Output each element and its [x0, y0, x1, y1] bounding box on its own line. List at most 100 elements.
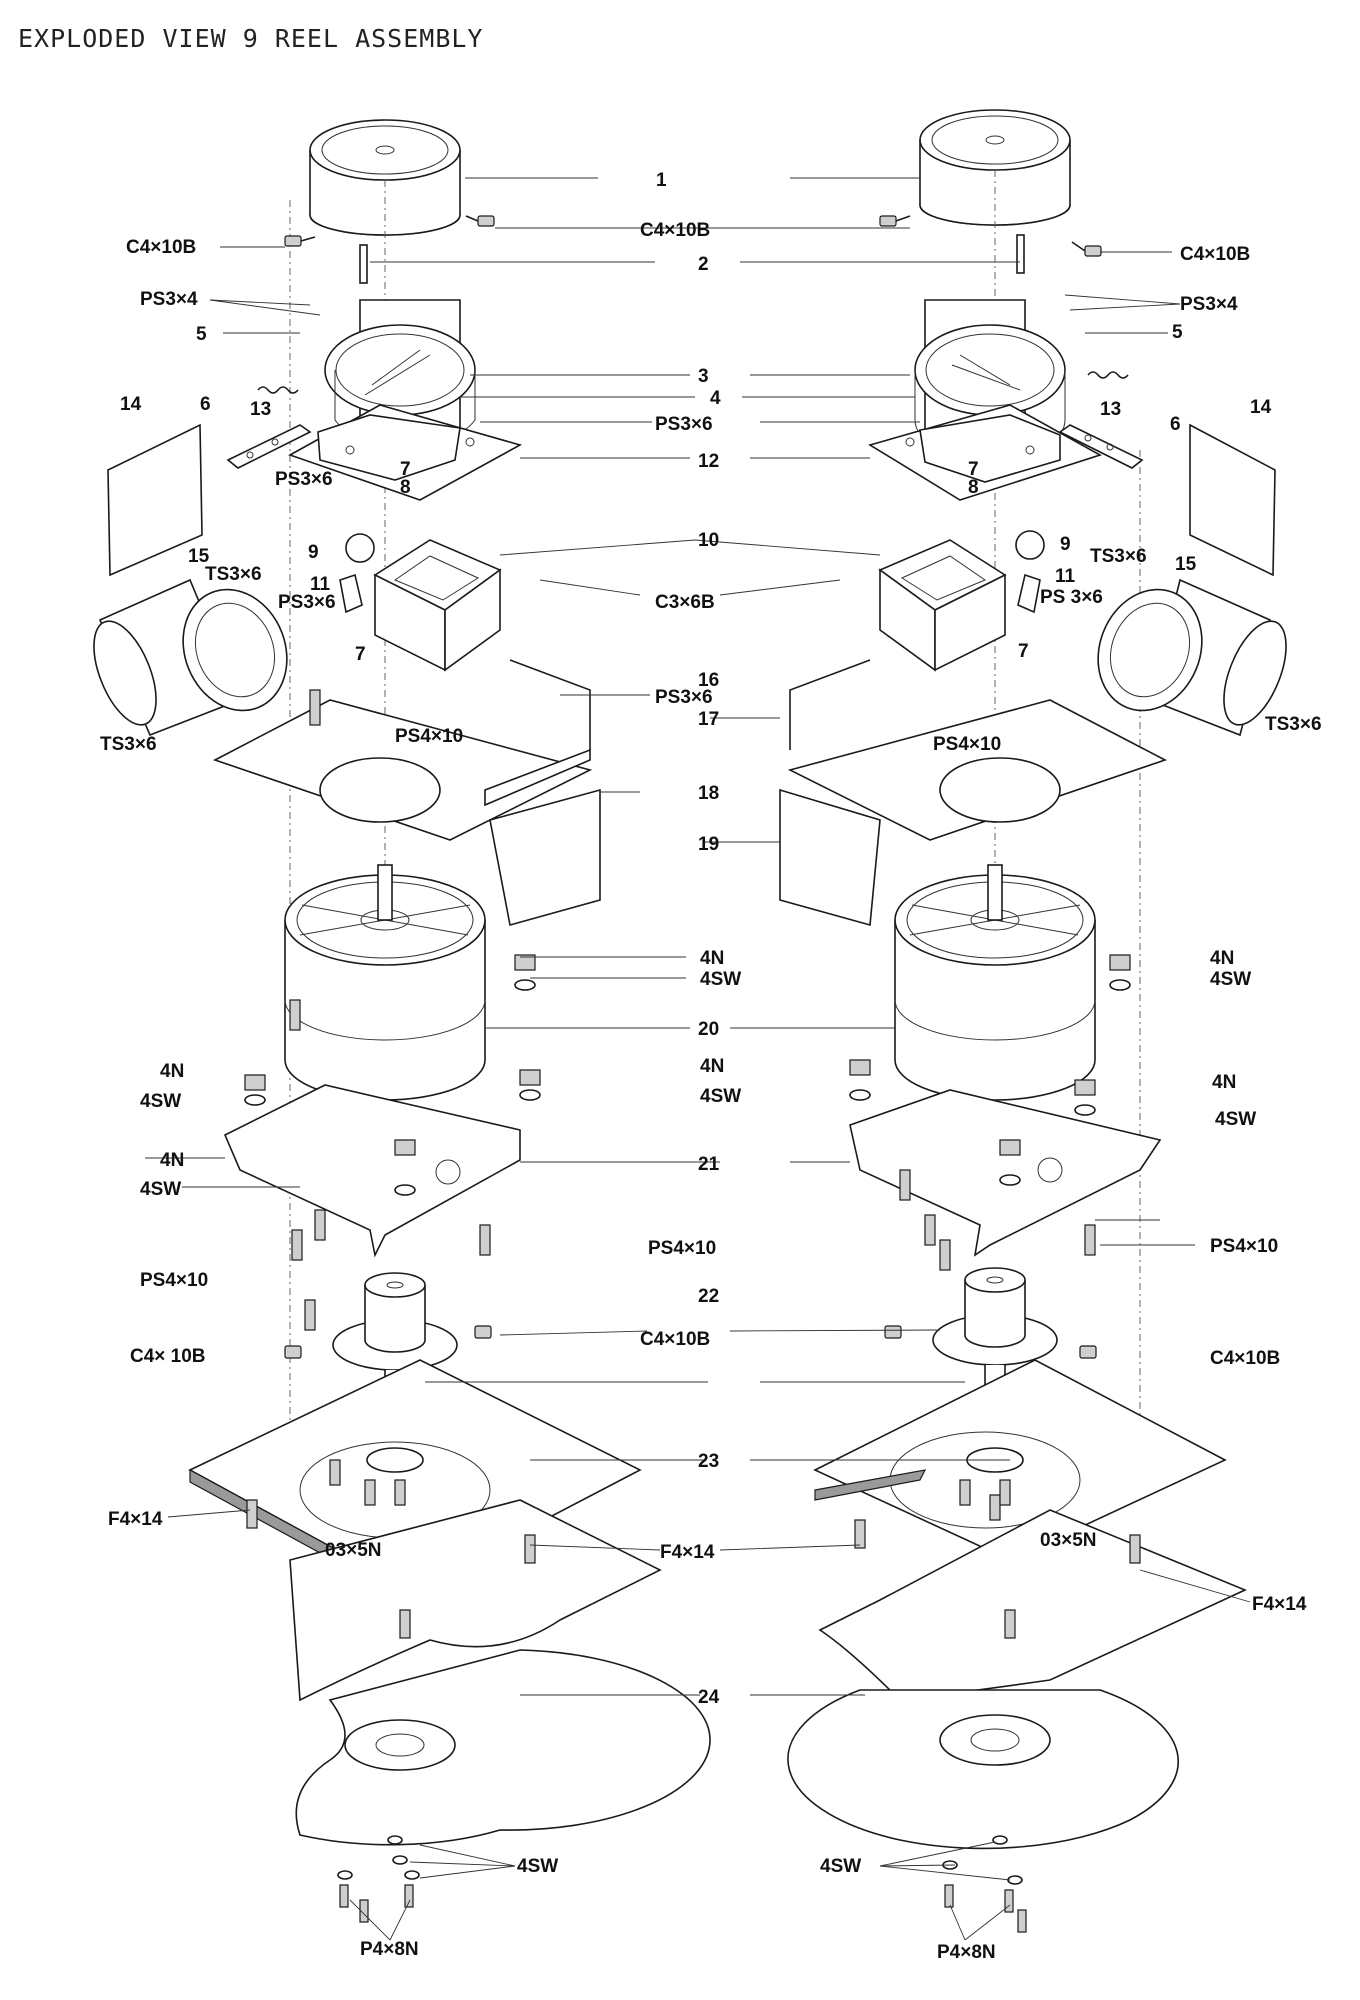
- linkage-left: [345, 533, 375, 563]
- callout-f4x14-right: F4×14: [1252, 1594, 1307, 1615]
- motor-right: [1097, 578, 1287, 737]
- callout-4n-left-c: 4N: [160, 1150, 184, 1171]
- callout-03x5n-left: 03×5N: [325, 1540, 382, 1561]
- callout-21: 21: [698, 1154, 720, 1175]
- callout-ps4x10-left: PS4×10: [395, 726, 463, 747]
- base-plate-right: [868, 404, 1103, 501]
- bracket-small-right: [1017, 573, 1041, 614]
- callout-1: 1: [656, 170, 667, 191]
- reel-holder-right: [914, 299, 1066, 461]
- frame-left: [212, 659, 593, 841]
- callout-17: 17: [698, 709, 719, 730]
- linkage-right: [1015, 530, 1045, 560]
- callout-p4x8n-right: P4×8N: [937, 1942, 996, 1963]
- callout-7-left-a: 7: [400, 459, 411, 480]
- disk-left: [295, 1649, 712, 1846]
- callout-4sw-left-c: 4SW: [140, 1179, 181, 1200]
- callout-6-right: 6: [1170, 414, 1181, 435]
- callout-7-right-a: 7: [968, 459, 979, 480]
- callout-ts3x6-left-bot: TS3×6: [100, 734, 157, 755]
- callout-4n-mid-a: 4N: [700, 948, 724, 969]
- callout-ps3x6-right2: PS 3×6: [1040, 587, 1103, 608]
- left-reel-assembly: [93, 119, 712, 1923]
- frame-right: [787, 659, 1168, 841]
- callout-8-left: 8: [400, 477, 411, 498]
- torn-cover-left: [289, 1499, 662, 1702]
- callout-9-left: 9: [308, 542, 319, 563]
- right-reel-assembly: [779, 109, 1287, 1933]
- callout-4n-left-b: 4N: [160, 1061, 184, 1082]
- callout-4: 4: [710, 388, 721, 409]
- callout-6-left: 6: [200, 394, 211, 415]
- reel-holder-left: [324, 299, 476, 447]
- callout-15-left: 15: [188, 546, 210, 567]
- callout-16: 16: [698, 670, 719, 691]
- callout-c4x10b-mid2: C4×10B: [640, 1329, 710, 1350]
- callout-10: 10: [698, 530, 719, 551]
- solenoid-right: [878, 539, 1007, 672]
- callout-4sw-right-a: 4SW: [1210, 969, 1251, 990]
- callout-4sw-right-b: 4SW: [1215, 1109, 1256, 1130]
- callout-ps3x4-left: PS3×4: [140, 289, 198, 310]
- callout-ps4x10-mid: PS4×10: [648, 1238, 716, 1259]
- callout-ps4x10-right: PS4×10: [933, 734, 1001, 755]
- callout-ps3x6-top: PS3×6: [655, 414, 713, 435]
- callout-23: 23: [698, 1451, 719, 1472]
- screw-c4x10b-left: [284, 235, 316, 247]
- callout-ps3x6-left2: PS3×6: [278, 592, 336, 613]
- callout-ps3x4-right: PS3×4: [1180, 294, 1238, 315]
- callout-8-right: 8: [968, 477, 979, 498]
- callout-4sw-mid-b: 4SW: [700, 1086, 741, 1107]
- screw-c4x10b-right2: [879, 215, 911, 227]
- callout-ts3x6-right-top: TS3×6: [1090, 546, 1147, 567]
- callout-5-right: 5: [1172, 322, 1183, 343]
- callout-c4x10b-center: C4×10B: [640, 220, 710, 241]
- callout-2: 2: [698, 254, 709, 275]
- callout-f4x14-left: F4×14: [108, 1509, 163, 1530]
- callout-c4x10b-left: C4×10B: [126, 237, 196, 258]
- arm-left: [226, 424, 312, 469]
- callout-7-right-b: 7: [1018, 641, 1029, 662]
- side-bracket-right: [779, 788, 881, 927]
- drum-right: [894, 864, 1096, 1101]
- callout-13-right: 13: [1100, 399, 1121, 420]
- hub-left: [332, 1272, 458, 1431]
- cover-plate-left: [107, 423, 203, 577]
- callout-f4x14-mid: F4×14: [660, 1542, 715, 1563]
- pin-left: [359, 244, 368, 284]
- spring-right: [1087, 371, 1129, 379]
- callout-c4x10b-right2: C4×10B: [1210, 1348, 1280, 1369]
- callout-14-left: 14: [120, 394, 142, 415]
- callout-19: 19: [698, 834, 719, 855]
- callout-4sw-right-d: 4SW: [820, 1856, 861, 1877]
- side-bracket-left: [489, 788, 601, 927]
- bracket-small-left: [339, 573, 363, 614]
- callout-03x5n-right: 03×5N: [1040, 1530, 1097, 1551]
- callout-4sw-left-d: 4SW: [517, 1856, 558, 1877]
- screw-c4x10b-left2: [465, 215, 495, 227]
- hardware-left: [244, 689, 541, 1923]
- callout-ps3x6-left: PS3×6: [275, 469, 333, 490]
- callout-ps3x6-mid: PS3×6: [655, 687, 713, 708]
- disk-right: [787, 1689, 1180, 1850]
- bottom-leader-lines: [349, 1841, 1011, 1941]
- callout-c4x10b-right: C4×10B: [1180, 244, 1250, 265]
- hardware-right: [849, 954, 1141, 1933]
- callout-labels: 1 C4×10B C4×10B C4×10B 2 PS3×4 PS3×4 5 5…: [100, 170, 1322, 1963]
- callout-ts3x6-left-top: TS3×6: [205, 564, 262, 585]
- screw-c4x10b-right: [1071, 241, 1102, 257]
- callout-20: 20: [698, 1019, 719, 1040]
- callout-4sw-mid-a: 4SW: [700, 969, 741, 990]
- solenoid-left: [373, 539, 502, 672]
- callout-ps4x10-left2: PS4×10: [140, 1270, 208, 1291]
- callout-4sw-left-b: 4SW: [140, 1091, 181, 1112]
- motor-left: [93, 578, 288, 737]
- page-title: EXPLODED VIEW 9 REEL ASSEMBLY: [18, 24, 484, 53]
- callout-c4x10b-left2: C4× 10B: [130, 1346, 206, 1367]
- callout-p4x8n-left: P4×8N: [360, 1939, 419, 1960]
- callout-5-left: 5: [196, 324, 207, 345]
- leader-lines: [145, 177, 1251, 1696]
- drum-left: [284, 864, 486, 1101]
- pin-right: [1016, 234, 1025, 274]
